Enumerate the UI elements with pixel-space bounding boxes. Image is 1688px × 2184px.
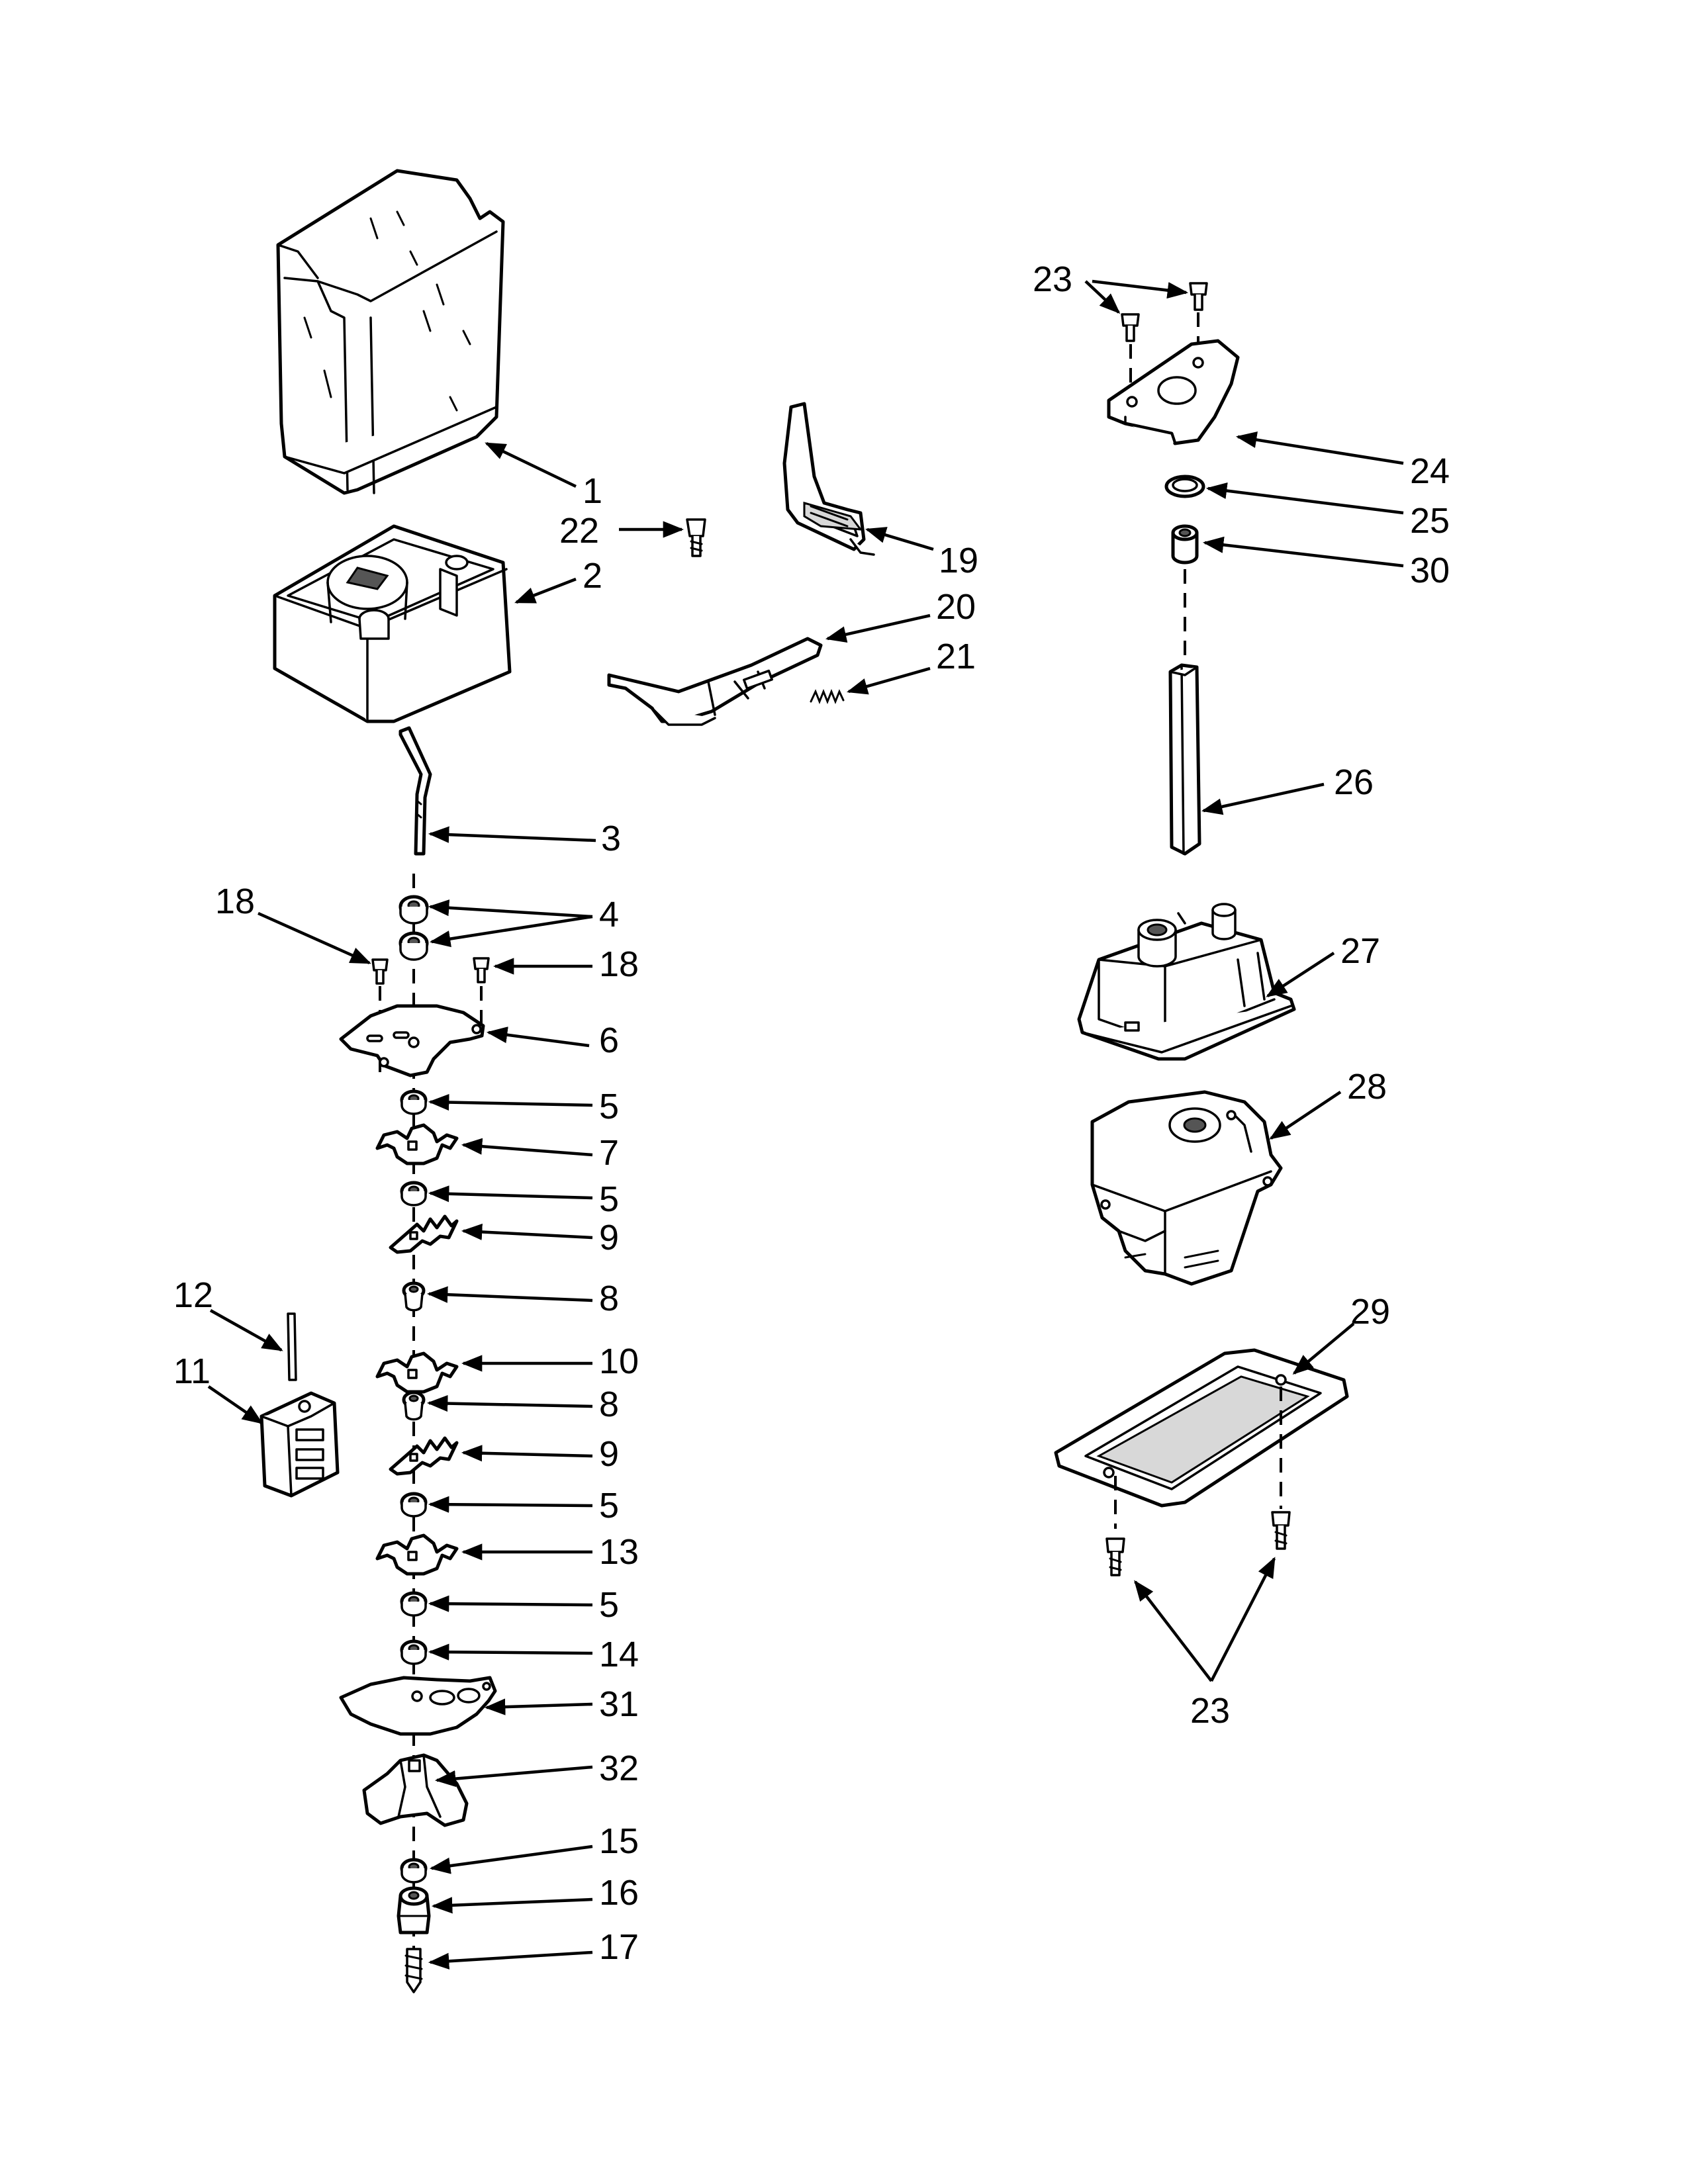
- part-5-washer[interactable]: [400, 1089, 428, 1115]
- callout-15: 15: [599, 1821, 639, 1861]
- callout-23a: 23: [1033, 259, 1072, 299]
- callout-31: 31: [599, 1684, 639, 1724]
- part-14-washer[interactable]: [400, 1639, 428, 1665]
- part-12-pin[interactable]: [287, 1312, 297, 1381]
- callout-1: 1: [583, 471, 602, 511]
- callout-5a: 5: [599, 1087, 619, 1126]
- callout-9b: 9: [599, 1434, 619, 1474]
- callout-6: 6: [599, 1021, 619, 1060]
- part-23-screw[interactable]: [1189, 282, 1208, 311]
- part-27-motor-cover[interactable]: [1077, 903, 1296, 1061]
- part-21-spring[interactable]: [810, 688, 845, 705]
- part-17-screw[interactable]: [404, 1948, 423, 1993]
- part-5-washer[interactable]: [400, 1181, 428, 1206]
- callout-5b: 5: [599, 1179, 619, 1219]
- part-29-gasket-plate[interactable]: [1054, 1348, 1349, 1508]
- callout-12: 12: [173, 1275, 213, 1315]
- callout-7: 7: [599, 1133, 619, 1173]
- part-32-agitator[interactable]: [362, 1753, 469, 1827]
- callout-3: 3: [601, 819, 621, 858]
- part-8-spacer[interactable]: [402, 1390, 426, 1421]
- callout-29: 29: [1350, 1292, 1390, 1332]
- part-10-blade[interactable]: [375, 1351, 459, 1394]
- callout-4: 4: [599, 895, 619, 934]
- part-23-screw[interactable]: [1105, 1537, 1125, 1576]
- part-15-washer[interactable]: [400, 1858, 428, 1884]
- callout-8b: 8: [599, 1385, 619, 1424]
- part-24-bearing-plate[interactable]: [1107, 339, 1240, 445]
- callout-25: 25: [1410, 501, 1450, 541]
- part-16-hub[interactable]: [397, 1886, 431, 1934]
- callout-27: 27: [1340, 931, 1380, 971]
- callout-21: 21: [936, 637, 976, 676]
- part-4-bushing[interactable]: [399, 931, 429, 961]
- part-1-ice-bin[interactable]: [276, 169, 505, 495]
- part-18-screw[interactable]: [371, 958, 389, 985]
- callout-9a: 9: [599, 1218, 619, 1257]
- part-2-auger-housing[interactable]: [273, 524, 512, 723]
- part-8-spacer[interactable]: [402, 1281, 426, 1312]
- callout-18a: 18: [215, 882, 255, 921]
- callout-24: 24: [1410, 451, 1450, 491]
- callout-23b: 23: [1190, 1691, 1230, 1731]
- part-28-motor[interactable]: [1090, 1090, 1283, 1286]
- callout-10: 10: [599, 1342, 639, 1381]
- part-23-screw[interactable]: [1271, 1511, 1291, 1550]
- callout-26: 26: [1334, 762, 1374, 802]
- callout-30: 30: [1410, 551, 1450, 590]
- part-19-door-handle[interactable]: [782, 402, 875, 556]
- callout-28: 28: [1347, 1067, 1387, 1107]
- part-4-bushing[interactable]: [399, 895, 429, 925]
- part-11-block[interactable]: [259, 1391, 340, 1498]
- callout-16: 16: [599, 1873, 639, 1913]
- callout-19: 19: [939, 541, 978, 580]
- callout-13: 13: [599, 1532, 639, 1572]
- part-31-cam-plate[interactable]: [339, 1676, 497, 1736]
- part-9-serrated-blade[interactable]: [389, 1436, 459, 1476]
- part-30-bushing[interactable]: [1171, 524, 1199, 565]
- callout-20: 20: [936, 587, 976, 627]
- part-13-blade[interactable]: [375, 1533, 459, 1576]
- part-18-screw[interactable]: [473, 957, 490, 983]
- part-3-rod[interactable]: [399, 726, 432, 856]
- part-5-washer[interactable]: [400, 1591, 428, 1617]
- callout-14: 14: [599, 1635, 639, 1674]
- part-5-washer[interactable]: [400, 1492, 428, 1518]
- callout-22: 22: [559, 511, 599, 551]
- part-6-plate[interactable]: [339, 1004, 485, 1077]
- part-9-serrated-blade[interactable]: [389, 1214, 459, 1254]
- part-23-screw[interactable]: [1121, 313, 1140, 342]
- callout-2: 2: [583, 556, 602, 596]
- callout-17: 17: [599, 1927, 639, 1967]
- callout-18b: 18: [599, 944, 639, 984]
- part-7-blade[interactable]: [375, 1123, 459, 1165]
- callout-8a: 8: [599, 1279, 619, 1318]
- part-25-ring[interactable]: [1164, 475, 1205, 498]
- callout-5c: 5: [599, 1486, 619, 1525]
- part-20-bracket[interactable]: [607, 637, 823, 726]
- part-26-shaft[interactable]: [1168, 663, 1201, 856]
- part-22-screw[interactable]: [686, 518, 706, 557]
- callout-11: 11: [173, 1351, 211, 1391]
- callout-5d: 5: [599, 1585, 619, 1625]
- callout-32: 32: [599, 1749, 639, 1788]
